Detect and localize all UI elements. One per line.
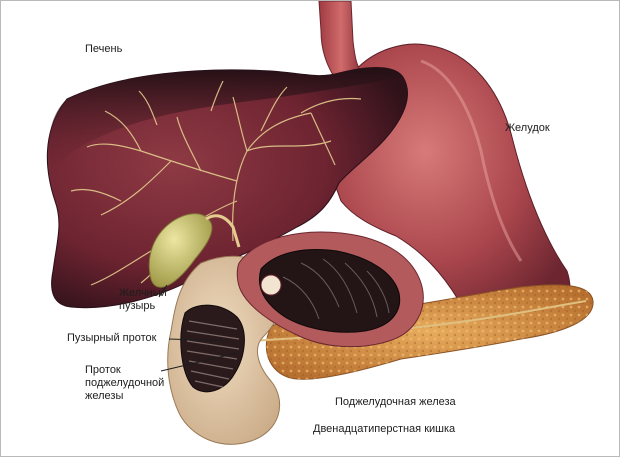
label-pancreatic-duct: Проток поджелудочной железы — [85, 364, 165, 402]
label-duodenum: Двенадцатиперстная кишка — [313, 423, 456, 435]
label-gallbladder: Желчный пузырь — [119, 287, 167, 312]
leader-lines — [158, 284, 238, 372]
label-pancreas: Поджелудочная железа — [335, 396, 456, 408]
label-cystic-duct: Пузырный проток — [67, 332, 157, 344]
gallbladder — [148, 213, 241, 288]
label-stomach: Желудок — [505, 122, 550, 134]
label-liver: Печень — [85, 43, 123, 55]
stomach-cutaway — [236, 231, 424, 348]
liver — [46, 67, 408, 309]
